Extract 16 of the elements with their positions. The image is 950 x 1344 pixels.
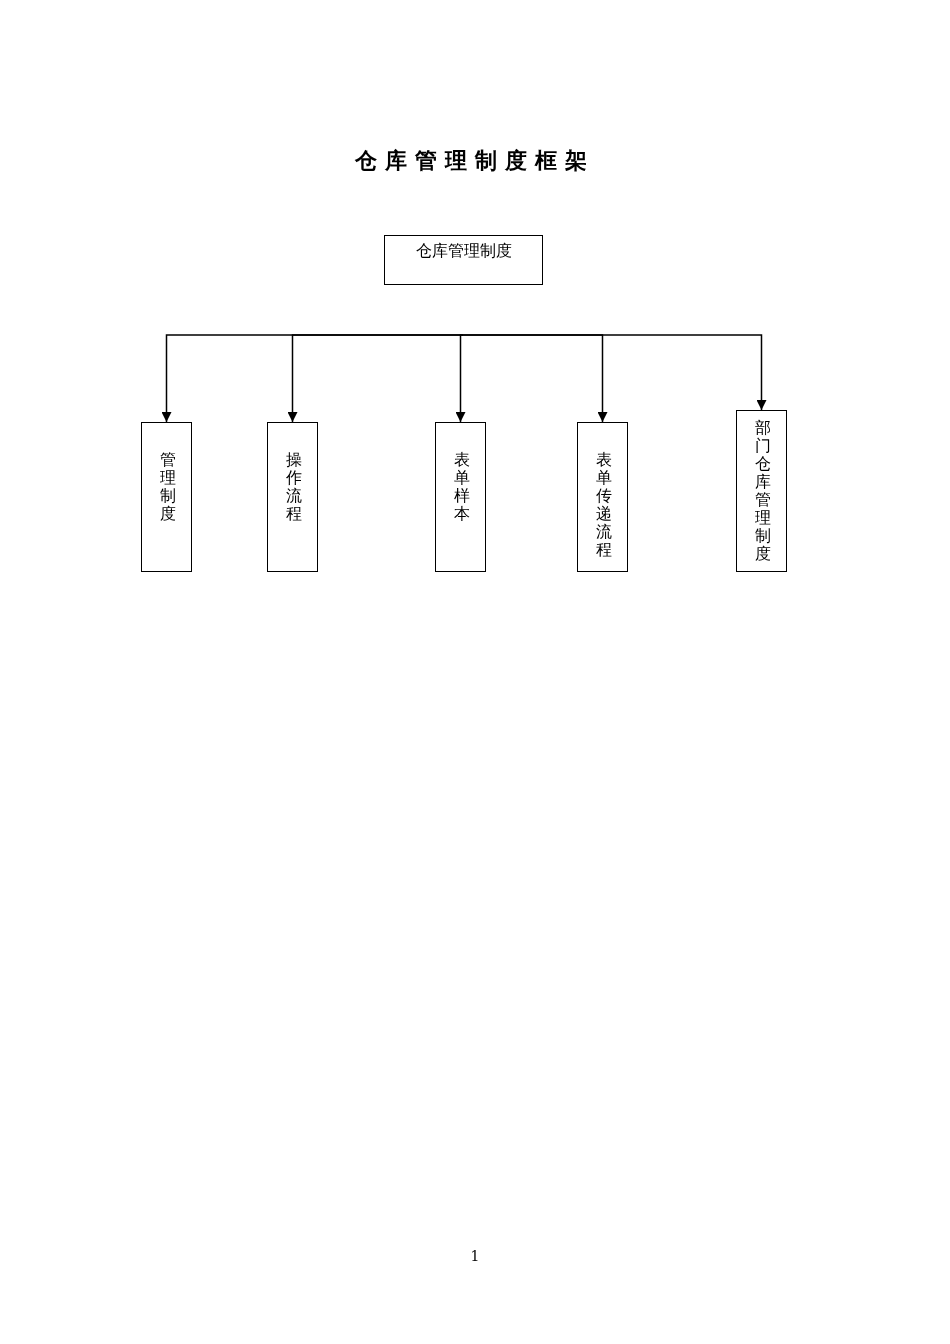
diagram-title: 仓库管理制度框架: [354, 147, 596, 175]
box-label: 部门仓库管理制度: [754, 419, 772, 563]
box-label: 表单样本: [453, 451, 471, 523]
category-box: [435, 422, 486, 572]
box-label: 管理制度: [159, 451, 177, 523]
category-box: [267, 422, 318, 572]
arrow: [462, 334, 767, 411]
page-number: 1: [469, 1248, 481, 1264]
root-box: [384, 235, 543, 285]
category-box: [141, 422, 192, 572]
category-box: [736, 410, 787, 572]
arrow: [455, 334, 466, 423]
box-label: 操作流程: [285, 451, 303, 523]
box-label: 表单传递流程: [595, 451, 613, 559]
category-box: [577, 422, 628, 572]
box-label: 仓库管理制度: [414, 241, 513, 262]
